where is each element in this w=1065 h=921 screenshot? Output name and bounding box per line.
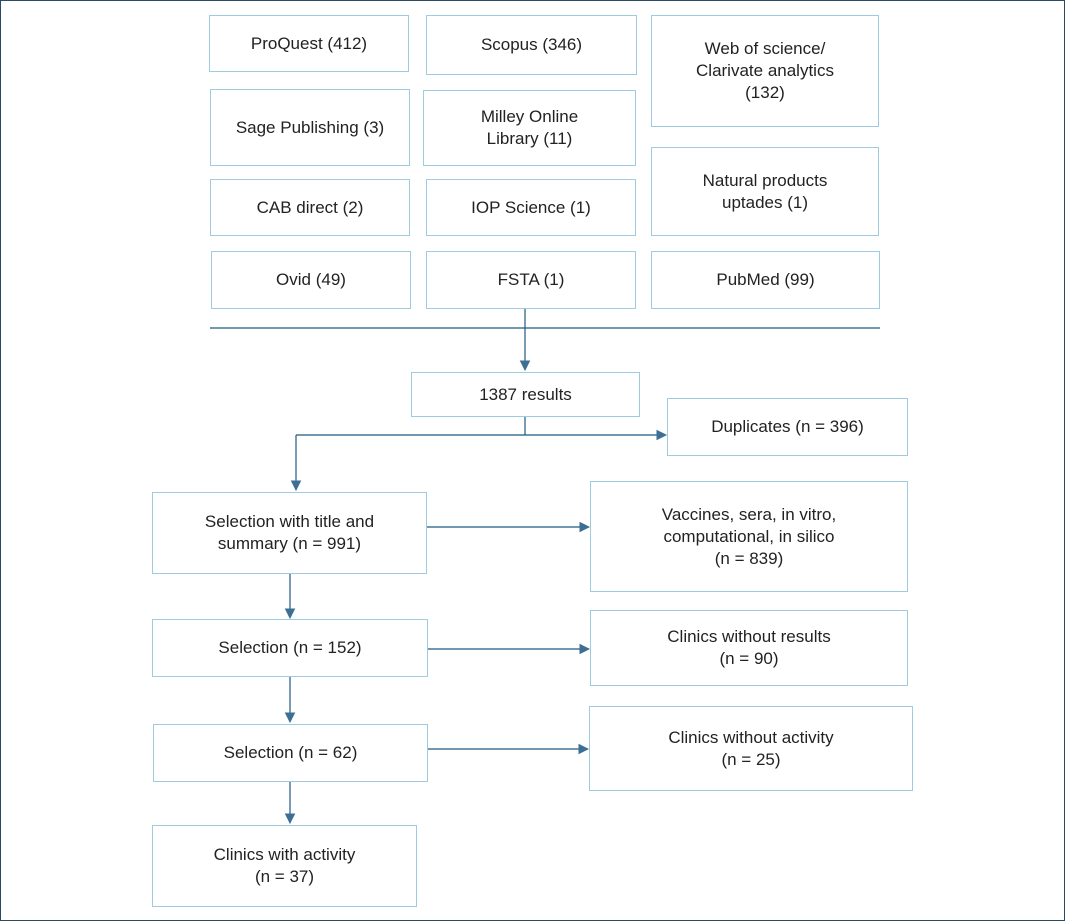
excluded-no-activity-box: Clinics without activity (n = 25) — [589, 706, 913, 791]
source-box-pubmed: PubMed (99) — [651, 251, 880, 309]
source-box-fsta: FSTA (1) — [426, 251, 636, 309]
source-box-cab-direct: CAB direct (2) — [210, 179, 410, 236]
source-box-ovid: Ovid (49) — [211, 251, 411, 309]
selection-title-summary-box: Selection with title and summary (n = 99… — [152, 492, 427, 574]
results-box: 1387 results — [411, 372, 640, 417]
source-box-natural-products: Natural products uptades (1) — [651, 147, 879, 236]
excluded-no-results-box: Clinics without results (n = 90) — [590, 610, 908, 686]
source-box-milley: Milley Online Library (11) — [423, 90, 636, 166]
final-clinics-box: Clinics with activity (n = 37) — [152, 825, 417, 907]
source-box-proquest: ProQuest (412) — [209, 15, 409, 72]
selection-62-box: Selection (n = 62) — [153, 724, 428, 782]
source-box-scopus: Scopus (346) — [426, 15, 637, 75]
source-box-sage: Sage Publishing (3) — [210, 89, 410, 166]
duplicates-box: Duplicates (n = 396) — [667, 398, 908, 456]
excluded-vaccines-box: Vaccines, sera, in vitro, computational,… — [590, 481, 908, 592]
selection-152-box: Selection (n = 152) — [152, 619, 428, 677]
source-box-web-of-science: Web of science/ Clarivate analytics (132… — [651, 15, 879, 127]
source-box-iop-science: IOP Science (1) — [426, 179, 636, 236]
